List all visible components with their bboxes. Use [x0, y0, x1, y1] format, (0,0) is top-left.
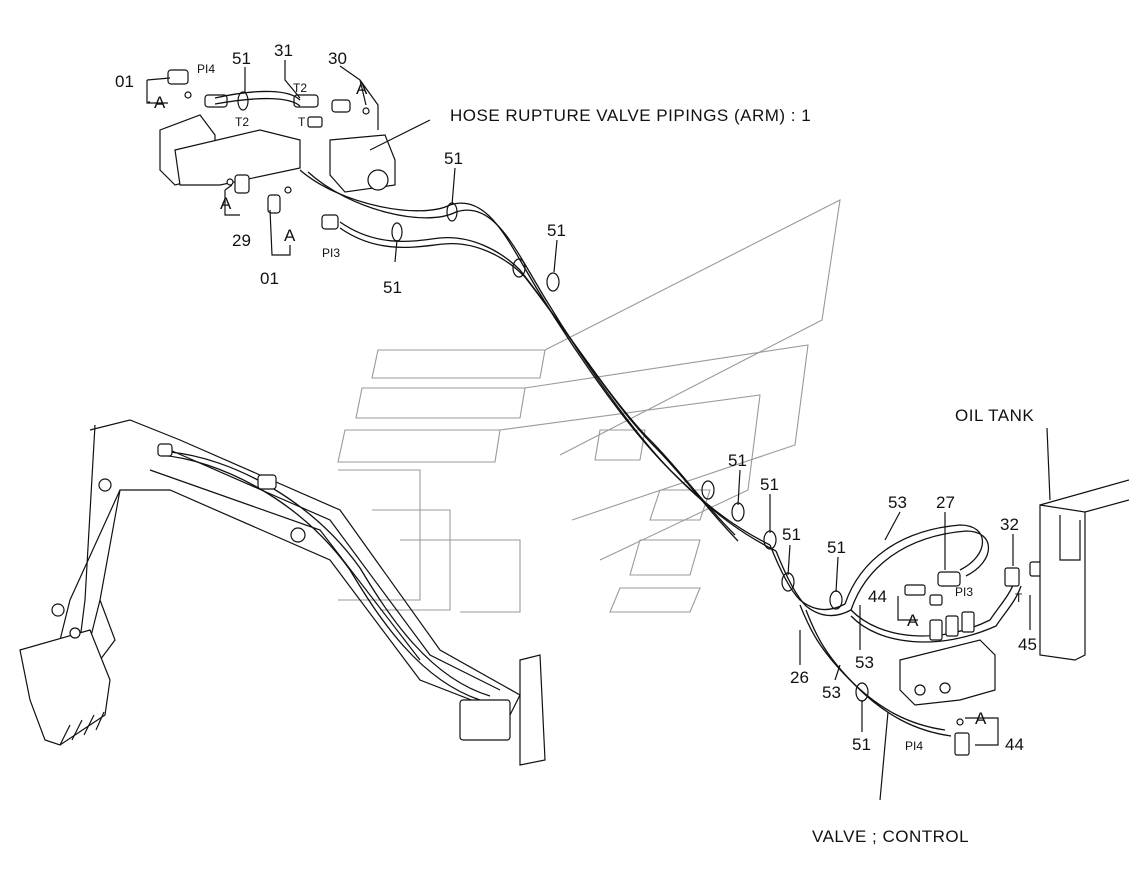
group-label-a: A — [220, 194, 232, 213]
leader-lines — [146, 60, 1051, 801]
title-arm-pipings: HOSE RUPTURE VALVE PIPINGS (ARM) : 1 — [450, 106, 811, 125]
oil-tank — [1039, 479, 1129, 661]
hose-clamps — [237, 91, 869, 702]
main-hoses — [214, 90, 1022, 737]
part-number-01: 01 — [260, 269, 279, 288]
label-oil-tank: OIL TANK — [955, 406, 1034, 425]
excavator-arm — [19, 419, 546, 766]
part-number-53: 53 — [888, 493, 907, 512]
port-label-t2: T2 — [293, 81, 307, 95]
port-label-t: T — [298, 115, 306, 129]
part-number-27: 27 — [936, 493, 955, 512]
watermark-logo — [337, 199, 841, 613]
part-number-32: 32 — [1000, 515, 1019, 534]
part-number-51: 51 — [444, 149, 463, 168]
part-number-51: 51 — [728, 451, 747, 470]
part-number-51: 51 — [827, 538, 846, 557]
part-number-51: 51 — [547, 221, 566, 240]
part-number-51: 51 — [383, 278, 402, 297]
part-number-01: 01 — [115, 72, 134, 91]
control-valve — [899, 547, 1063, 756]
port-label-t: T — [1015, 591, 1023, 605]
hose-rupture-valve-assembly — [159, 69, 396, 230]
group-label-a: A — [975, 709, 987, 728]
group-label-a: A — [907, 611, 919, 630]
part-number-51: 51 — [232, 49, 251, 68]
part-number-53: 53 — [855, 653, 874, 672]
port-label-t2: T2 — [235, 115, 249, 129]
port-label-pi4: PI4 — [905, 739, 923, 753]
group-label-a: A — [154, 93, 166, 112]
part-number-29: 29 — [232, 231, 251, 250]
part-number-53: 53 — [822, 683, 841, 702]
part-number-44: 44 — [1005, 735, 1024, 754]
port-label-pi3: PI3 — [322, 246, 340, 260]
part-number-45: 45 — [1018, 635, 1037, 654]
port-label-pi3: PI3 — [955, 585, 973, 599]
part-number-31: 31 — [274, 41, 293, 60]
part-number-51: 51 — [760, 475, 779, 494]
part-number-51: 51 — [852, 735, 871, 754]
part-number-51: 51 — [782, 525, 801, 544]
part-number-44: 44 — [868, 587, 887, 606]
labels: HOSE RUPTURE VALVE PIPINGS (ARM) : 1 OIL… — [115, 41, 1037, 846]
part-number-26: 26 — [790, 668, 809, 687]
group-label-a: A — [284, 226, 296, 245]
part-number-30: 30 — [328, 49, 347, 68]
port-label-pi4: PI4 — [197, 62, 215, 76]
label-control-valve: VALVE ; CONTROL — [812, 827, 969, 846]
group-label-a: A — [356, 79, 368, 98]
